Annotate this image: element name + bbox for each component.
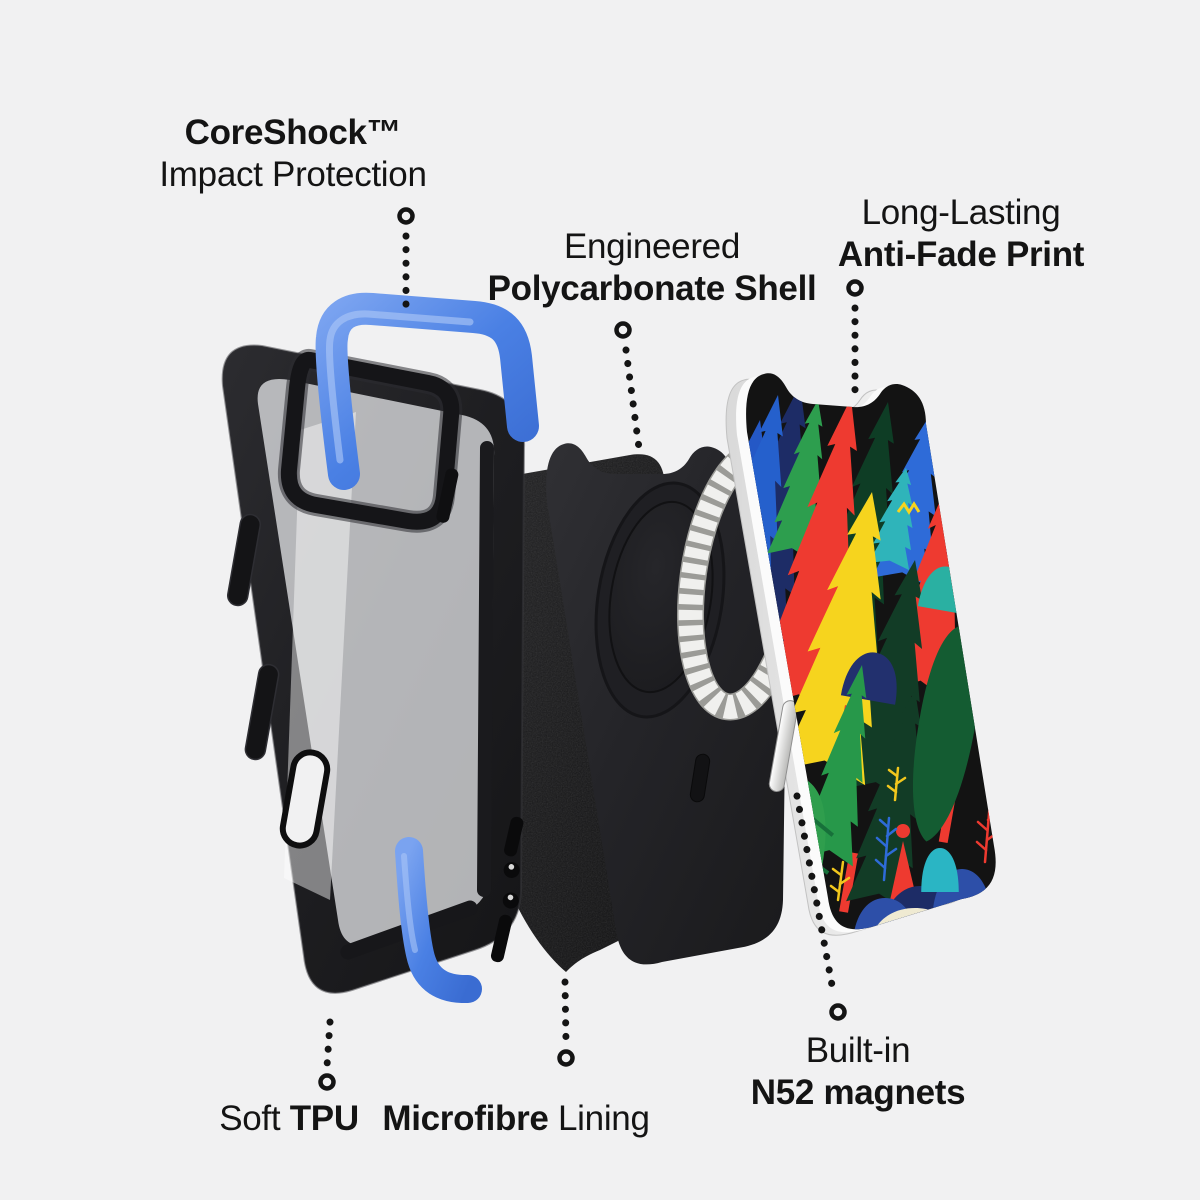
leader-dot-magnets [829,1003,847,1021]
callout-antifade-title: Anti-Fade Print [837,235,1085,275]
leader-dot-lining [557,1049,575,1067]
callout-coreshock-subtitle: Impact Protection [159,155,427,195]
callout-shell: Engineered Polycarbonate Shell [488,226,817,311]
callout-magnets: Built-in N52 magnets [751,1030,966,1115]
callout-antifade: Long-Lasting Anti-Fade Print [837,192,1085,277]
leader-lines [318,207,864,1091]
leader-dot-coreshock [397,207,415,225]
callout-lining-outro: Lining [558,1099,650,1138]
callout-shell-title: Polycarbonate Shell [487,269,817,309]
coreshock-corner-bumpers [315,292,539,1003]
callout-magnets-title: N52 magnets [750,1073,966,1113]
callout-tpu-title: TPU [289,1099,359,1138]
callout-coreshock: CoreShock™ Impact Protection [159,112,427,197]
leader-lining [561,978,570,1046]
leader-dot-antifade [846,279,864,297]
callout-lining-title: Microfibre [382,1099,549,1138]
callout-tpu: Soft TPU [219,1098,359,1140]
leader-tpu [323,1018,334,1070]
tpu-frame-layer [221,344,526,994]
callout-lining: Microfibre Lining [382,1098,650,1140]
callout-coreshock-title: CoreShock™ [184,113,402,152]
callout-magnets-intro: Built-in [805,1031,911,1070]
callout-tpu-intro: Soft [219,1099,281,1138]
callout-shell-intro: Engineered [563,227,741,266]
leader-dot-tpu [318,1073,336,1091]
leader-dot-shell [614,321,632,339]
callout-antifade-intro: Long-Lasting [861,193,1061,232]
leader-shell [622,346,643,452]
